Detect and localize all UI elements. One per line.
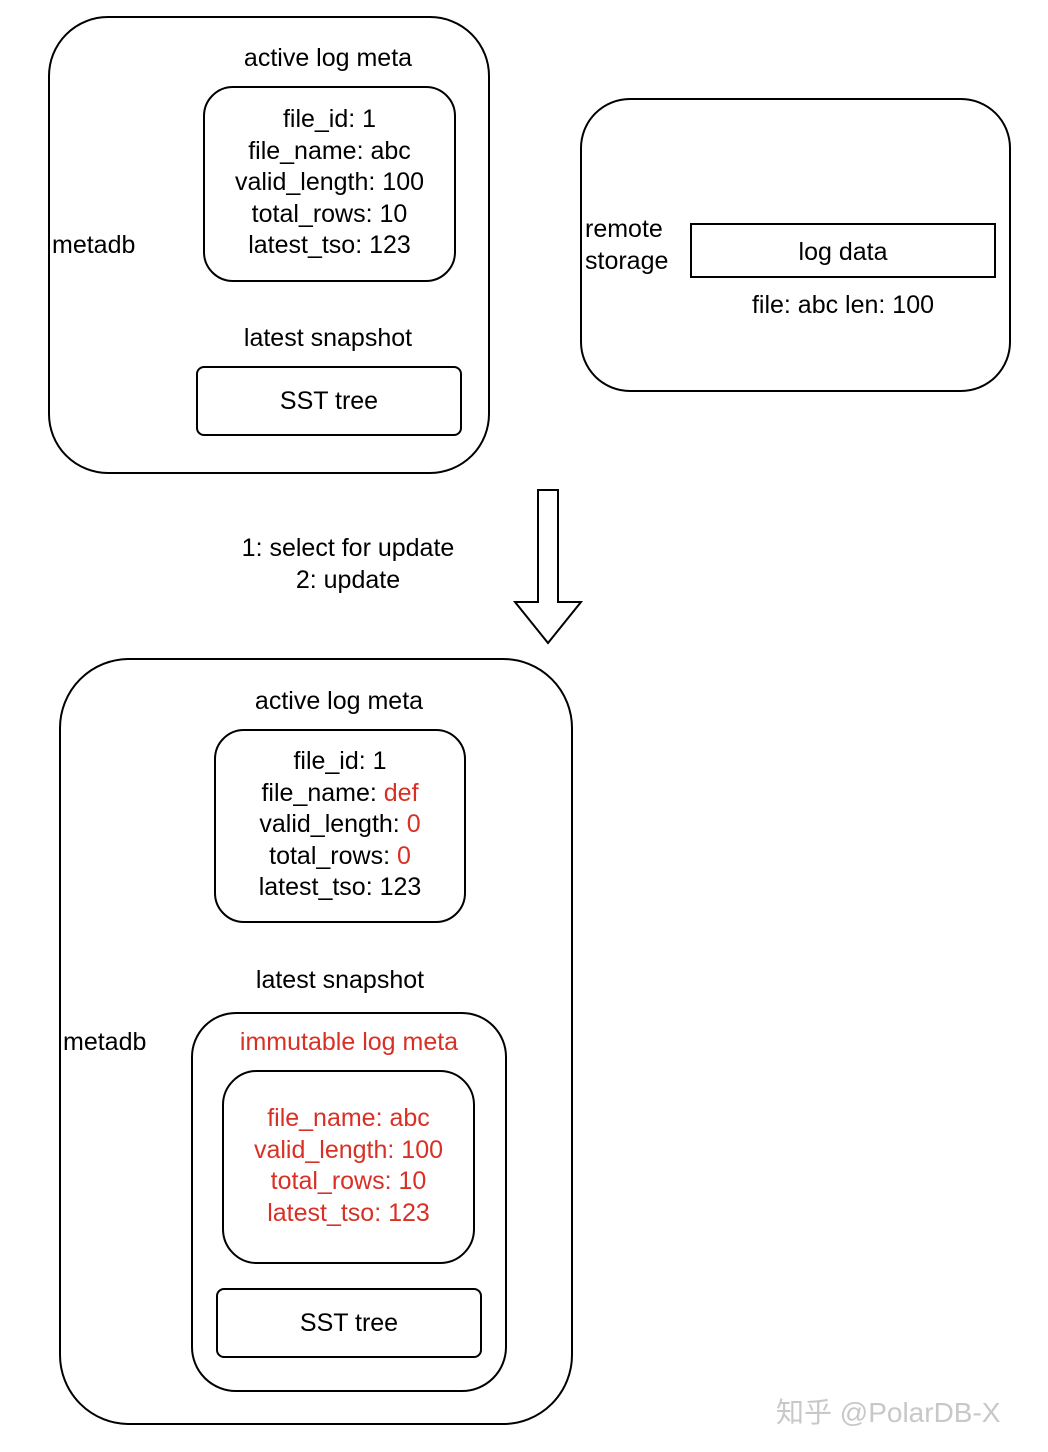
- log-file-info: file: abc len: 100: [751, 291, 935, 319]
- bottom-active-meta-title: active log meta: [254, 687, 424, 715]
- bottom-active-meta-fields: file_id: 1 file_name: def valid_length: …: [214, 746, 466, 904]
- bottom-active-meta-box: [214, 729, 466, 923]
- down-arrow-icon: [512, 489, 584, 645]
- bottom-metadb-label: metadb: [63, 1028, 147, 1056]
- field-file-name: file_name: def: [214, 778, 466, 810]
- field-total-rows: total_rows: 10: [270, 1167, 427, 1196]
- top-sst-tree-box: [196, 366, 462, 436]
- field-valid-length: valid_length: 0: [214, 809, 466, 841]
- field-latest-tso: latest_tso: 123: [258, 873, 422, 902]
- remote-storage-label-line2: storage: [585, 247, 669, 275]
- field-value-changed: 0: [406, 810, 421, 839]
- field-valid-length: valid_length: 100: [234, 168, 425, 197]
- top-sst-tree-label: SST tree: [279, 387, 379, 415]
- field-latest-tso: latest_tso: 123: [248, 231, 411, 260]
- top-active-meta-title: active log meta: [243, 44, 413, 72]
- transition-step-2: 2: update: [295, 566, 401, 594]
- top-snapshot-title: latest snapshot: [243, 324, 413, 352]
- field-key: total_rows:: [269, 841, 397, 870]
- field-key: file_name:: [261, 778, 384, 807]
- top-metadb-label: metadb: [52, 231, 136, 259]
- bottom-sst-tree-label: SST tree: [299, 1309, 399, 1337]
- remote-storage-label-line1: remote: [585, 215, 663, 243]
- field-valid-length: valid_length: 100: [253, 1135, 444, 1164]
- field-file-name: file_name: abc: [248, 136, 411, 165]
- field-total-rows: total_rows: 0: [214, 841, 466, 873]
- log-data-box: [690, 223, 996, 278]
- watermark: 知乎 @PolarDB-X: [776, 1397, 1001, 1428]
- field-file-id: file_id: 1: [293, 747, 387, 775]
- transition-step-1: 1: select for update: [241, 534, 455, 562]
- field-latest-tso: latest_tso: 123: [267, 1198, 430, 1227]
- field-value-changed: 0: [396, 841, 411, 870]
- bottom-sst-tree-box: [216, 1288, 482, 1358]
- field-total-rows: total_rows: 10: [251, 199, 408, 228]
- log-data-label: log data: [798, 238, 888, 266]
- immutable-meta-title: immutable log meta: [239, 1028, 459, 1056]
- immutable-meta-fields: file_name: abc valid_length: 100 total_r…: [222, 1103, 475, 1229]
- bottom-snapshot-title: latest snapshot: [255, 966, 425, 994]
- top-active-meta-fields: file_id: 1 file_name: abc valid_length: …: [203, 104, 456, 262]
- field-key: valid_length:: [259, 810, 407, 839]
- field-value-changed: def: [383, 778, 419, 807]
- top-active-meta-box: [203, 86, 456, 282]
- field-file-name: file_name: abc: [267, 1104, 430, 1132]
- immutable-meta-box: [222, 1070, 475, 1264]
- field-file-id: file_id: 1: [282, 105, 377, 133]
